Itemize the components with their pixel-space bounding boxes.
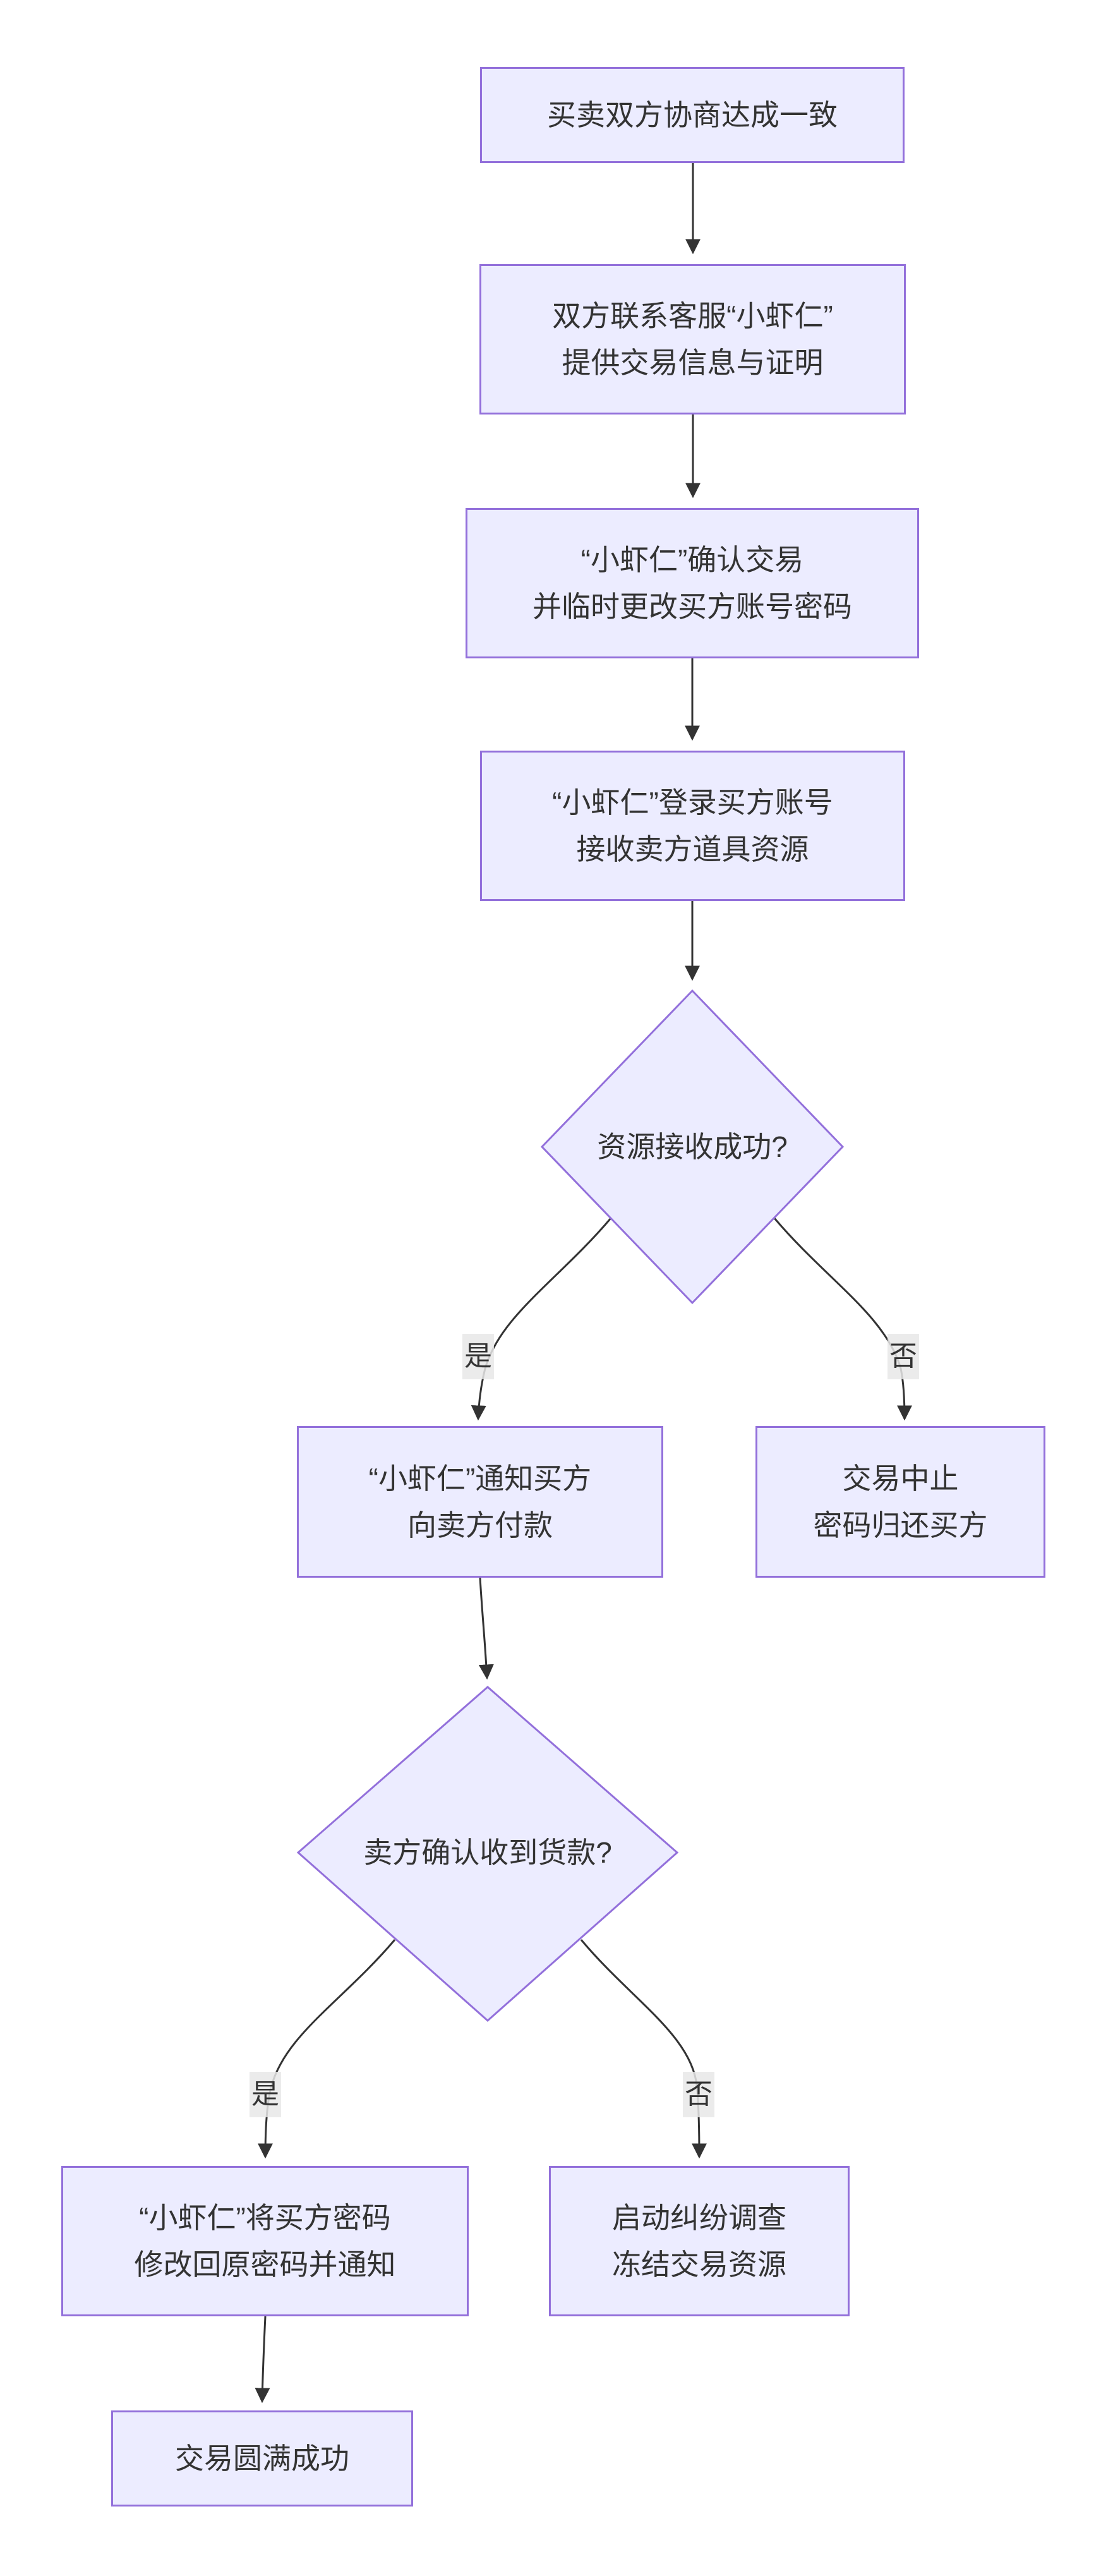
node-confirm-trade-line: 并临时更改买方账号密码 bbox=[532, 590, 852, 623]
node-login-receive: “小虾仁”登录买方账号 接收卖方道具资源 bbox=[480, 751, 905, 901]
node-contact-support-line: 双方联系客服“小虾仁” bbox=[552, 299, 833, 332]
node-dispute-freeze: 启动纠纷调查 冻结交易资源 bbox=[549, 2166, 850, 2316]
edge-decision2-no bbox=[580, 1939, 707, 2159]
edge-label-no-1: 否 bbox=[887, 1334, 919, 1379]
node-confirm-trade-line: “小虾仁”确认交易 bbox=[581, 543, 804, 576]
edge-decision2-yes bbox=[258, 1939, 396, 2159]
edge-notify-to-decision2 bbox=[478, 1577, 494, 1680]
node-login-receive-line: 接收卖方道具资源 bbox=[576, 833, 809, 866]
edge-label-yes-1: 是 bbox=[462, 1334, 494, 1379]
node-restore-password-line: “小虾仁”将买方密码 bbox=[139, 2201, 391, 2234]
node-dispute-freeze-line: 冻结交易资源 bbox=[612, 2248, 786, 2281]
node-agree: 买卖双方协商达成一致 bbox=[480, 67, 905, 163]
node-restore-password: “小虾仁”将买方密码 修改回原密码并通知 bbox=[61, 2166, 469, 2316]
edge-label-no-2: 否 bbox=[683, 2072, 714, 2117]
decision-payment-confirmed-shape bbox=[296, 1686, 679, 2023]
node-notify-buyer-pay-line: 向卖方付款 bbox=[407, 1509, 553, 1542]
node-restore-password-line: 修改回原密码并通知 bbox=[134, 2248, 396, 2281]
node-abort-trade-line: 密码归还买方 bbox=[813, 1509, 988, 1542]
node-confirm-trade: “小虾仁”确认交易 并临时更改买方账号密码 bbox=[466, 508, 919, 658]
edge-decision1-yes bbox=[471, 1218, 612, 1421]
decision-resource-received-shape bbox=[540, 989, 845, 1305]
node-contact-support-line: 提供交易信息与证明 bbox=[562, 346, 824, 379]
decision-payment-confirmed: 卖方确认收到货款? bbox=[363, 1836, 612, 1869]
node-abort-trade: 交易中止 密码归还买方 bbox=[755, 1426, 1045, 1578]
decision-resource-received: 资源接收成功? bbox=[597, 1130, 788, 1163]
node-contact-support: 双方联系客服“小虾仁” 提供交易信息与证明 bbox=[479, 264, 906, 414]
node-success: 交易圆满成功 bbox=[111, 2410, 413, 2506]
node-success-line: 交易圆满成功 bbox=[175, 2442, 349, 2475]
node-agree-line: 买卖双方协商达成一致 bbox=[547, 99, 838, 131]
edge-label-yes-2: 是 bbox=[250, 2072, 281, 2117]
edge-restore-to-success bbox=[255, 2316, 270, 2404]
node-dispute-freeze-line: 启动纠纷调查 bbox=[612, 2201, 786, 2234]
node-abort-trade-line: 交易中止 bbox=[842, 1462, 959, 1495]
node-notify-buyer-pay: “小虾仁”通知买方 向卖方付款 bbox=[297, 1426, 663, 1578]
edge-decision1-no bbox=[773, 1218, 912, 1421]
node-login-receive-line: “小虾仁”登录买方账号 bbox=[552, 786, 833, 819]
node-notify-buyer-pay-line: “小虾仁”通知买方 bbox=[368, 1462, 592, 1495]
